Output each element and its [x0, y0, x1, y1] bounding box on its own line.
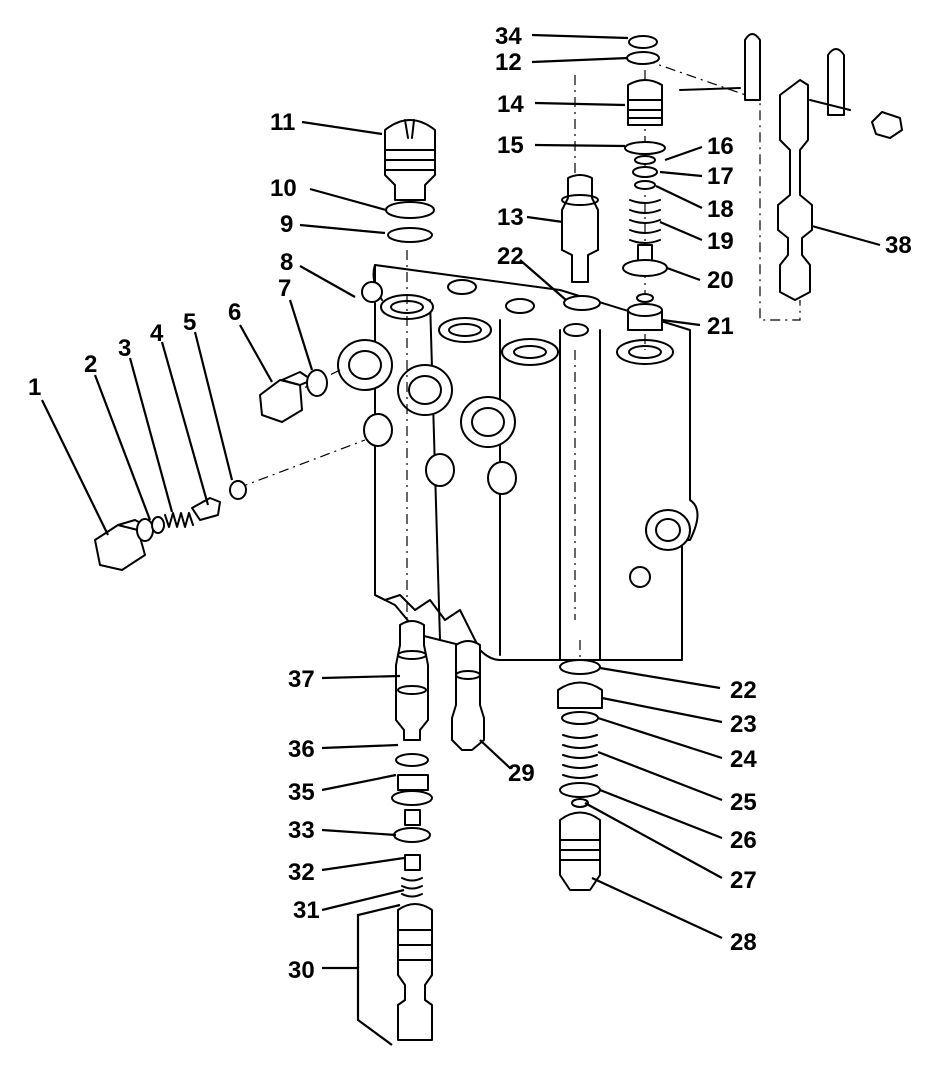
callout-12: 12 — [495, 49, 522, 76]
callout-34: 34 — [495, 23, 522, 50]
callout-14: 14 — [497, 91, 524, 118]
callout-18: 18 — [707, 196, 734, 223]
plug-6-7 — [259, 369, 328, 423]
bottom-right-stack — [557, 659, 603, 891]
callout-30: 30 — [288, 957, 315, 984]
callout-4: 4 — [150, 320, 164, 347]
callout-22-bottom: 22 — [730, 677, 757, 704]
callout-32: 32 — [288, 859, 315, 886]
callout-37: 37 — [288, 666, 315, 693]
callout-33: 33 — [288, 817, 315, 844]
top-plug-9-11 — [384, 119, 436, 243]
callout-29: 29 — [508, 760, 535, 787]
callout-26: 26 — [730, 827, 757, 854]
callout-17: 17 — [707, 163, 734, 190]
callout-3: 3 — [118, 335, 131, 362]
callout-21: 21 — [707, 313, 734, 340]
leader-lines — [41, 33, 881, 1046]
callout-labels: 1 2 3 4 5 6 7 8 9 10 11 12 13 14 15 16 1… — [28, 23, 912, 984]
spool-cap-stack — [622, 35, 668, 331]
callout-5: 5 — [183, 309, 196, 336]
callout-22-top: 22 — [497, 243, 524, 270]
callout-1: 1 — [28, 374, 41, 401]
callout-11: 11 — [270, 109, 295, 136]
spools-29-37 — [395, 620, 485, 751]
callout-6: 6 — [228, 299, 241, 326]
callout-23: 23 — [730, 711, 757, 738]
callout-25: 25 — [730, 789, 757, 816]
callout-10: 10 — [270, 175, 297, 202]
callout-38: 38 — [885, 232, 912, 259]
callout-19: 19 — [707, 228, 734, 255]
callout-24: 24 — [730, 746, 757, 773]
callout-13: 13 — [497, 204, 524, 231]
callout-35: 35 — [288, 779, 315, 806]
linkage-38 — [679, 33, 903, 301]
spool-13 — [561, 174, 601, 311]
callout-7: 7 — [278, 275, 291, 302]
callout-2: 2 — [84, 351, 97, 378]
callout-8: 8 — [280, 249, 293, 276]
callout-16: 16 — [707, 133, 734, 160]
valve-body — [337, 264, 699, 661]
callout-15: 15 — [497, 132, 524, 159]
callout-20: 20 — [707, 267, 734, 294]
callout-31: 31 — [293, 897, 320, 924]
callout-28: 28 — [730, 929, 757, 956]
callout-36: 36 — [288, 736, 315, 763]
plug-assembly-1-5 — [94, 480, 247, 571]
callout-27: 27 — [730, 867, 757, 894]
callout-9: 9 — [280, 211, 293, 238]
lower-left-stack — [391, 753, 433, 1041]
